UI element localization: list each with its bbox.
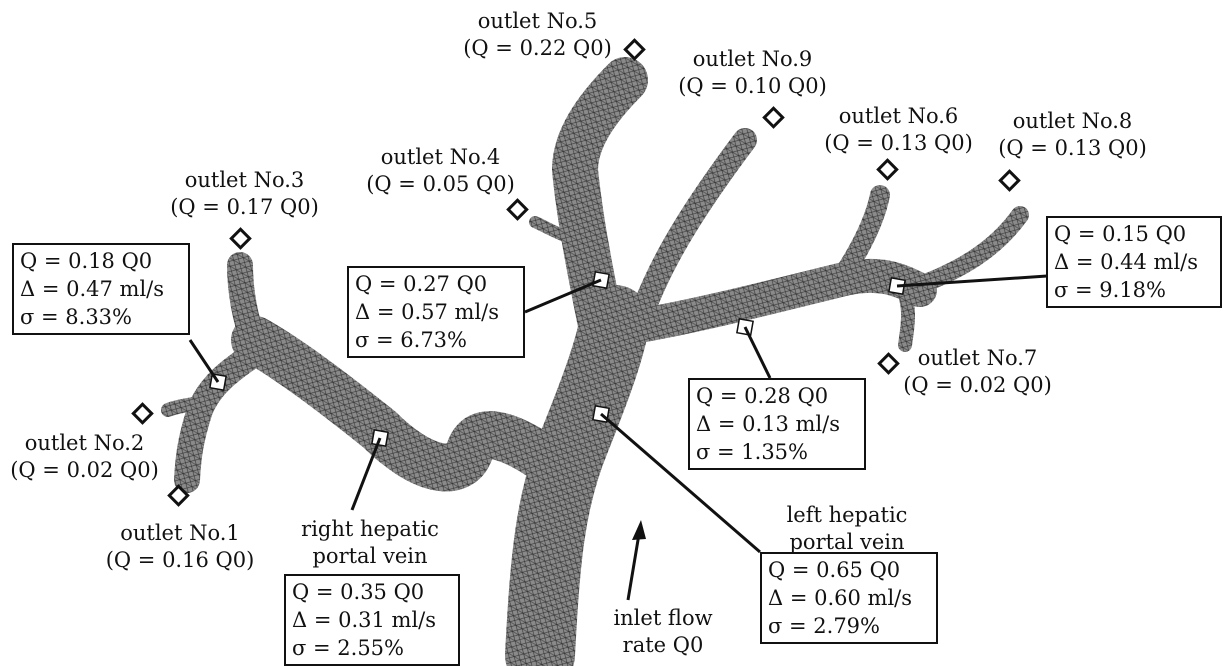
outlet-label-5: outlet No.5 (Q = 0.22 Q0) — [455, 8, 620, 62]
diamond-outlet-8 — [1000, 171, 1018, 189]
inlet-label: inlet flow rate Q0 — [608, 605, 718, 659]
outlet-label-1: outlet No.1 (Q = 0.16 Q0) — [100, 520, 260, 574]
outlet-flow: (Q = 0.02 Q0) — [2, 457, 167, 484]
outlet-title: outlet No.4 — [358, 144, 523, 171]
box-left-hepatic: Q = 0.65 Q0 Δ = 0.60 ml/s σ = 2.79% — [760, 552, 938, 644]
outlet-label-4: outlet No.4 (Q = 0.05 Q0) — [358, 144, 523, 198]
outlet-flow: (Q = 0.13 Q0) — [816, 130, 981, 157]
outlet-label-8: outlet No.8 (Q = 0.13 Q0) — [990, 108, 1155, 162]
box-middle-branch: Q = 0.27 Q0 Δ = 0.57 ml/s σ = 6.73% — [347, 266, 525, 358]
right-hepatic-label: right hepatic portal vein — [290, 516, 450, 570]
outlet-flow: (Q = 0.16 Q0) — [100, 547, 260, 574]
outlet-flow: (Q = 0.02 Q0) — [895, 372, 1060, 399]
outlet-title: outlet No.2 — [2, 430, 167, 457]
box-left-upper: Q = 0.15 Q0 Δ = 0.44 ml/s σ = 9.18% — [1046, 216, 1222, 308]
outlet-title: outlet No.8 — [990, 108, 1155, 135]
outlet-flow: (Q = 0.13 Q0) — [990, 135, 1155, 162]
box-left-mid: Q = 0.28 Q0 Δ = 0.13 ml/s σ = 1.35% — [688, 378, 866, 470]
diamond-outlet-6 — [878, 160, 896, 178]
diamond-outlet-9 — [764, 108, 782, 126]
outlet-title: outlet No.9 — [670, 46, 835, 73]
outlet-title: outlet No.6 — [816, 103, 981, 130]
outlet-flow: (Q = 0.05 Q0) — [358, 171, 523, 198]
outlet-label-3: outlet No.3 (Q = 0.17 Q0) — [162, 167, 327, 221]
outlet-flow: (Q = 0.17 Q0) — [162, 194, 327, 221]
outlet-title: outlet No.5 — [455, 8, 620, 35]
outlet-title: outlet No.7 — [895, 345, 1060, 372]
outlet-label-9: outlet No.9 (Q = 0.10 Q0) — [670, 46, 835, 100]
outlet-label-6: outlet No.6 (Q = 0.13 Q0) — [816, 103, 981, 157]
diamond-outlet-5 — [625, 40, 643, 58]
outlet-label-7: outlet No.7 (Q = 0.02 Q0) — [895, 345, 1060, 399]
outlet-flow: (Q = 0.10 Q0) — [670, 73, 835, 100]
outlet-title: outlet No.1 — [100, 520, 260, 547]
box-right-branch: Q = 0.18 Q0 Δ = 0.47 ml/s σ = 8.33% — [12, 243, 190, 335]
outlet-label-2: outlet No.2 (Q = 0.02 Q0) — [2, 430, 167, 484]
outlet-title: outlet No.3 — [162, 167, 327, 194]
outlet-flow: (Q = 0.22 Q0) — [455, 35, 620, 62]
diamond-outlet-4 — [508, 200, 526, 218]
right-hepatic-vessel — [255, 340, 560, 470]
diamond-outlet-2 — [133, 404, 151, 422]
box-right-hepatic: Q = 0.35 Q0 Δ = 0.31 ml/s σ = 2.55% — [284, 574, 460, 666]
left-hepatic-label: left hepatic portal vein — [772, 502, 922, 556]
diamond-outlet-3 — [231, 229, 249, 247]
